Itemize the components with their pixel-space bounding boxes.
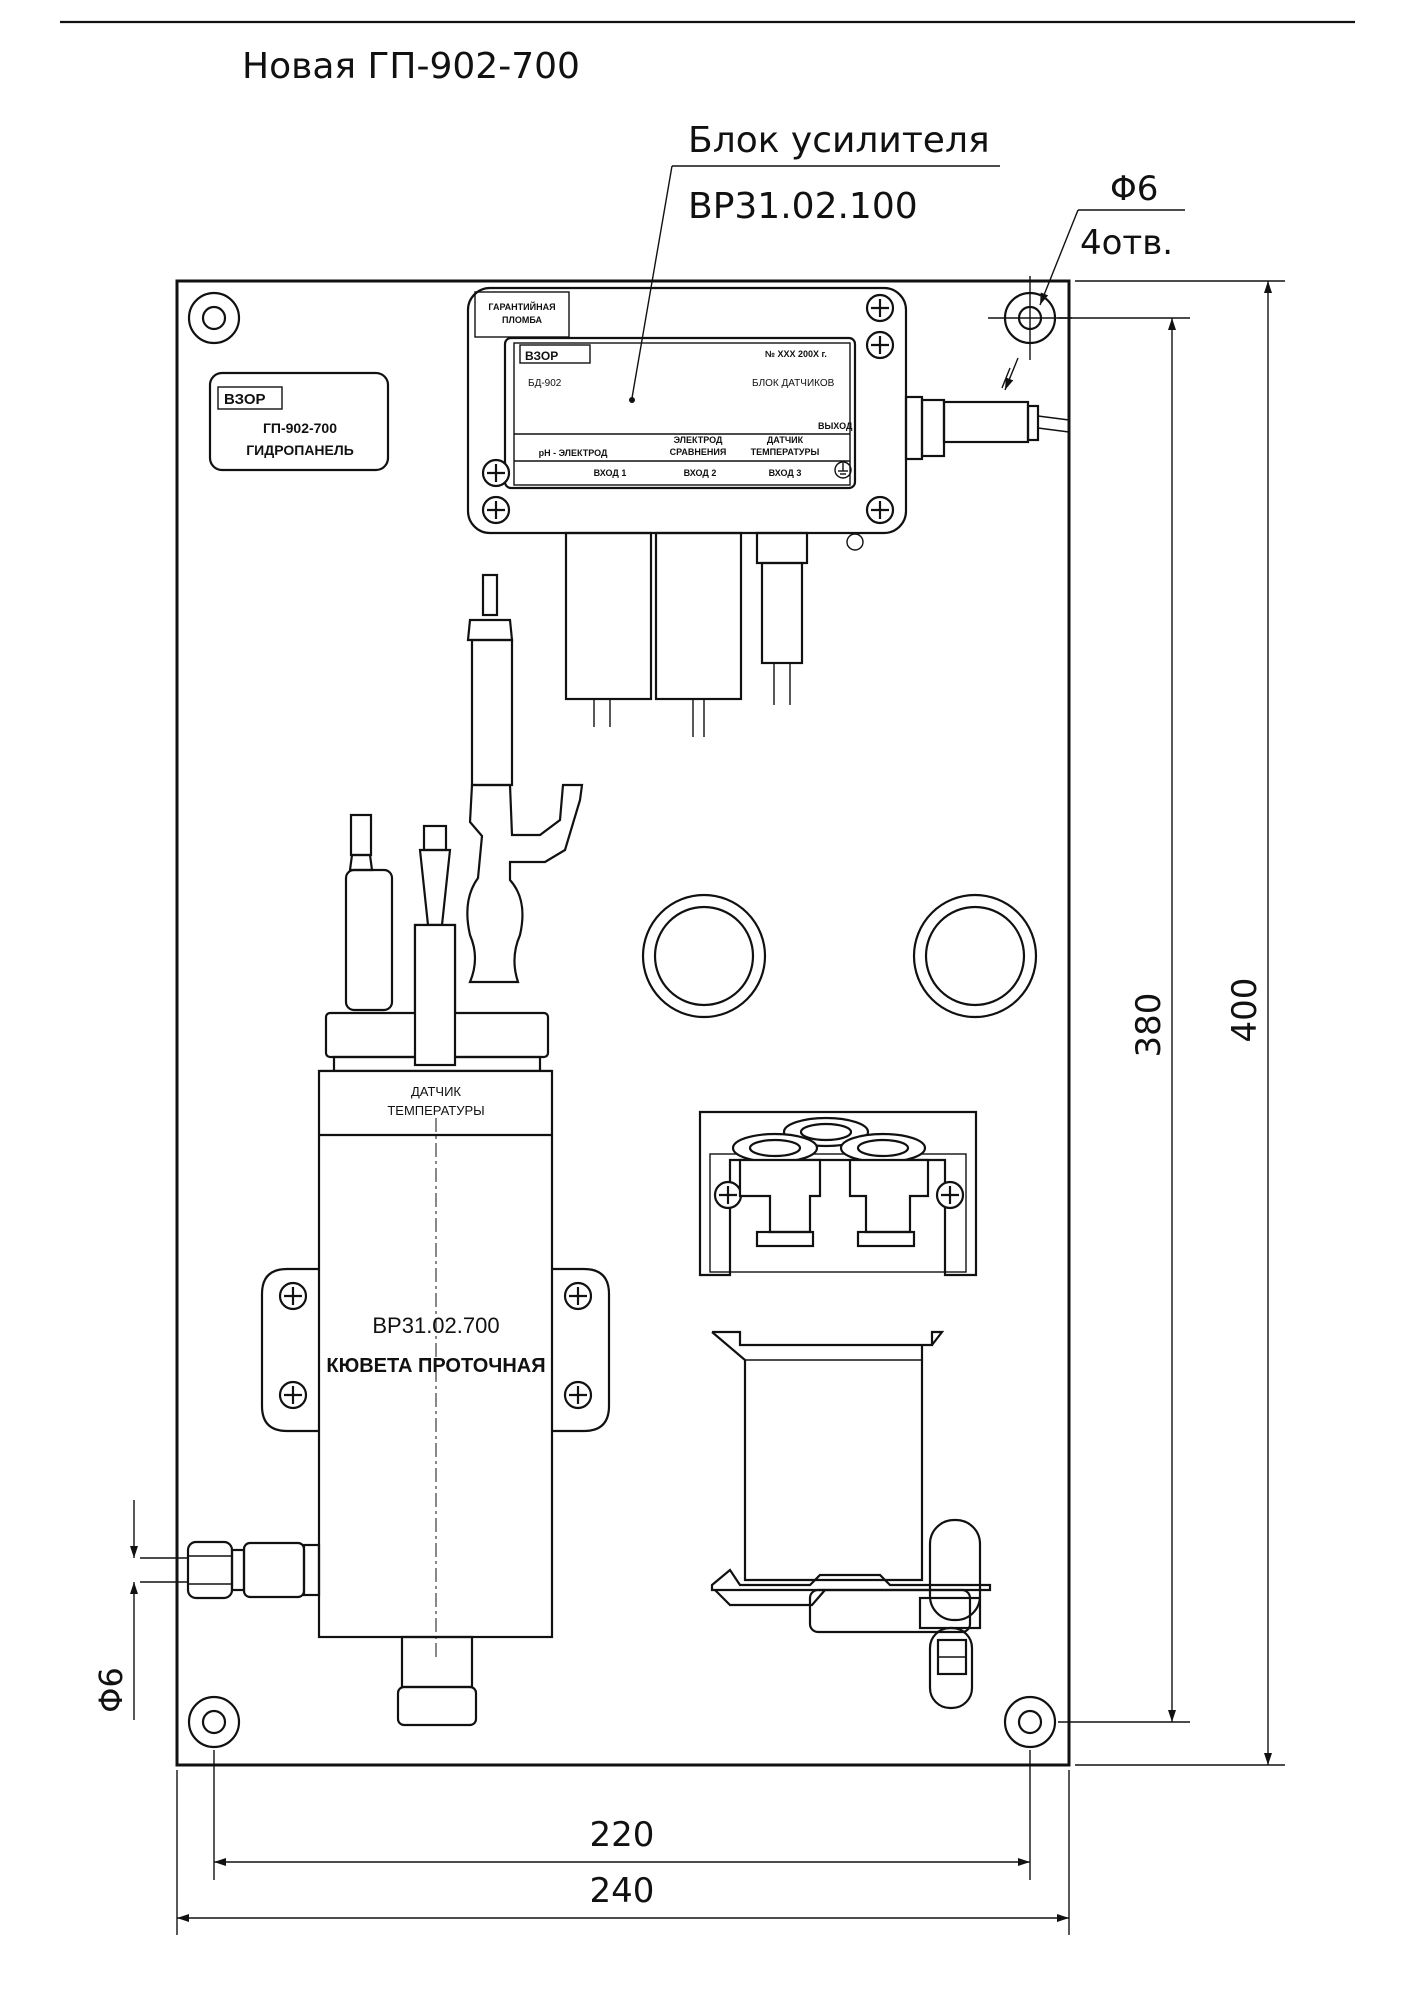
height-inner-label: 380 bbox=[1129, 993, 1169, 1058]
hole-diameter-label: Φ6 bbox=[1110, 169, 1158, 209]
round-port bbox=[912, 893, 1038, 1019]
nameplate-model: ГП-902-700 bbox=[263, 420, 337, 436]
warranty-seal-line1: ГАРАНТИЙНАЯ bbox=[488, 301, 555, 312]
amplifier-model: БД-902 bbox=[528, 378, 562, 389]
screw-icon bbox=[278, 1380, 308, 1410]
screw-icon bbox=[563, 1281, 593, 1311]
flow-cuvette: ДАТЧИК ТЕМПЕРАТУРЫ ВР31.02.700 КЮВЕТА ПР… bbox=[140, 813, 611, 1727]
input2-header-line1: ЭЛЕКТРОД bbox=[674, 435, 723, 445]
screw-icon bbox=[935, 1180, 965, 1210]
screw-icon bbox=[713, 1180, 743, 1210]
height-outer-label: 400 bbox=[1225, 978, 1265, 1043]
mounting-hole bbox=[187, 291, 241, 345]
cuvette-name: КЮВЕТА ПРОТОЧНАЯ bbox=[326, 1355, 545, 1377]
hydropanel-plate bbox=[175, 279, 1071, 1767]
input1-header: рН - ЭЛЕКТРОД bbox=[539, 448, 608, 458]
overflow-beaker bbox=[710, 1330, 992, 1710]
temp-sensor-label-line1: ДАТЧИК bbox=[411, 1084, 461, 1099]
amplifier-callout-code: ВР31.02.100 bbox=[688, 186, 918, 227]
input2-label: ВХОД 2 bbox=[684, 468, 717, 478]
screw-icon bbox=[865, 330, 895, 360]
pipe-diameter-label: Φ6 bbox=[92, 1667, 130, 1713]
amplifier-callout: Блок усилителя ВР31.02.100 bbox=[631, 120, 1000, 399]
nameplate-logo: ВЗОР bbox=[224, 391, 266, 408]
screw-icon bbox=[563, 1380, 593, 1410]
dimension-240: 240 bbox=[176, 1770, 1070, 1935]
amplifier-serial: № ХХХ 200Х г. bbox=[765, 349, 827, 359]
dimension-220: 220 bbox=[213, 1750, 1031, 1880]
ground-icon bbox=[834, 461, 852, 479]
valve-bracket bbox=[698, 1110, 978, 1277]
ph-electrode bbox=[466, 573, 584, 984]
amplifier-callout-name: Блок усилителя bbox=[688, 120, 990, 161]
amplifier-logo: ВЗОР bbox=[525, 349, 558, 363]
amplifier-block: ГАРАНТИЙНАЯ ПЛОМБА ВЗОР № ХХХ 200Х г. БД… bbox=[466, 286, 1070, 737]
input3-header-line2: ТЕМПЕРАТУРЫ bbox=[751, 447, 820, 457]
dimension-400: 400 bbox=[1075, 280, 1285, 1766]
screw-icon bbox=[481, 495, 511, 525]
input1-label: ВХОД 1 bbox=[594, 468, 627, 478]
warranty-seal-line2: ПЛОМБА bbox=[502, 315, 542, 325]
round-port bbox=[641, 893, 767, 1019]
screw-icon bbox=[865, 293, 895, 323]
screw-icon bbox=[278, 1281, 308, 1311]
mounting-hole-callout: Φ6 4отв. bbox=[1001, 169, 1185, 391]
screw-icon bbox=[865, 495, 895, 525]
screw-icon bbox=[481, 458, 511, 488]
cuvette-code: ВР31.02.700 bbox=[372, 1313, 499, 1338]
panel-nameplate: ВЗОР ГП-902-700 ГИДРОПАНЕЛЬ bbox=[208, 371, 390, 472]
width-inner-label: 220 bbox=[590, 1815, 655, 1855]
temp-sensor-label-line2: ТЕМПЕРАТУРЫ bbox=[387, 1103, 484, 1118]
input3-label: ВХОД 3 bbox=[769, 468, 802, 478]
mounting-hole bbox=[1003, 1695, 1057, 1749]
mounting-hole bbox=[187, 1695, 241, 1749]
dimension-pipe-diameter: Φ6 bbox=[92, 1500, 138, 1720]
amplifier-title: БЛОК ДАТЧИКОВ bbox=[752, 378, 835, 389]
input3-header-line1: ДАТЧИК bbox=[767, 435, 804, 445]
dimension-380: 380 bbox=[1058, 317, 1190, 1723]
width-outer-label: 240 bbox=[590, 1871, 655, 1911]
amplifier-output-label: ВЫХОД bbox=[818, 421, 853, 431]
hole-count-label: 4отв. bbox=[1080, 223, 1173, 263]
input2-header-line2: СРАВНЕНИЯ bbox=[670, 447, 727, 457]
nameplate-name: ГИДРОПАНЕЛЬ bbox=[246, 442, 354, 458]
drawing-title: Новая ГП-902-700 bbox=[242, 46, 580, 87]
